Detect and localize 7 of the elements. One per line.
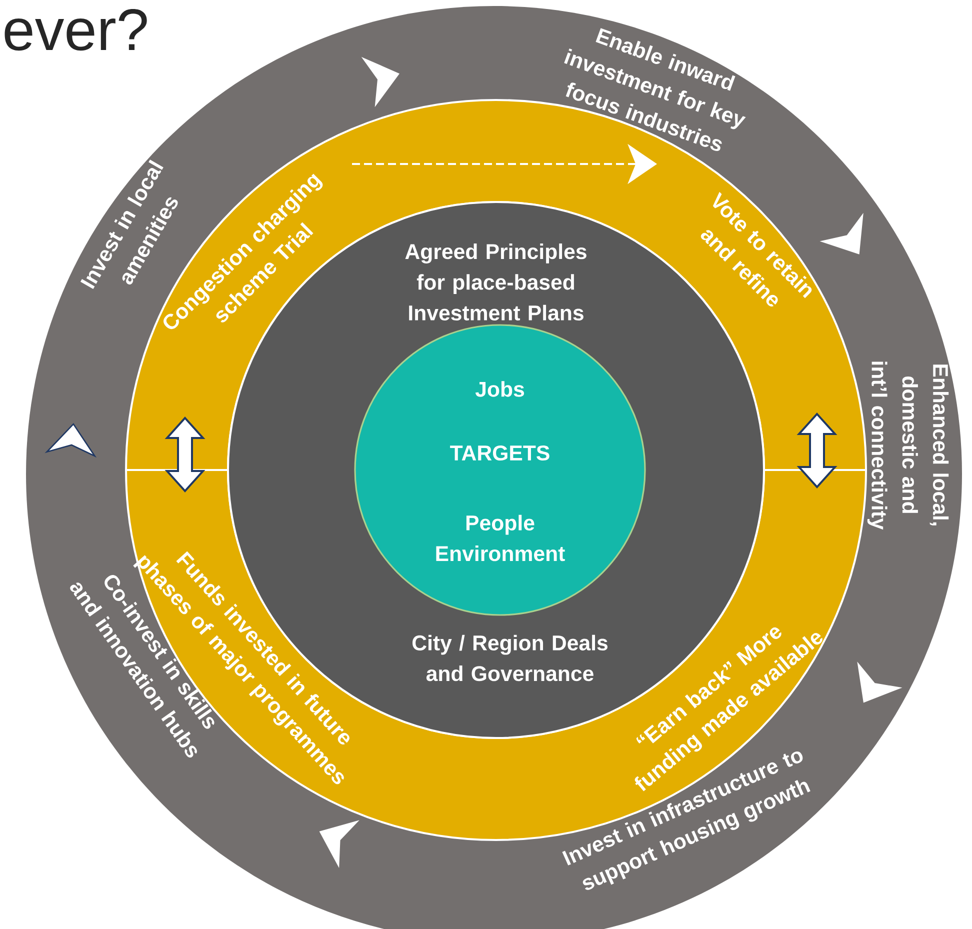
- circle-label: TARGETS: [450, 445, 550, 461]
- circle-label: People Environment: [436, 514, 565, 562]
- circle-label: City / Region Deals and Governance: [412, 634, 608, 682]
- title: ever?: [4, 9, 147, 51]
- ring-label: Enhanced local, domestic and int’l connectivity: [867, 362, 949, 530]
- circle-label: Agreed Principles for place-based Investment Plans: [405, 244, 586, 320]
- circle-label: Jobs: [475, 381, 524, 397]
